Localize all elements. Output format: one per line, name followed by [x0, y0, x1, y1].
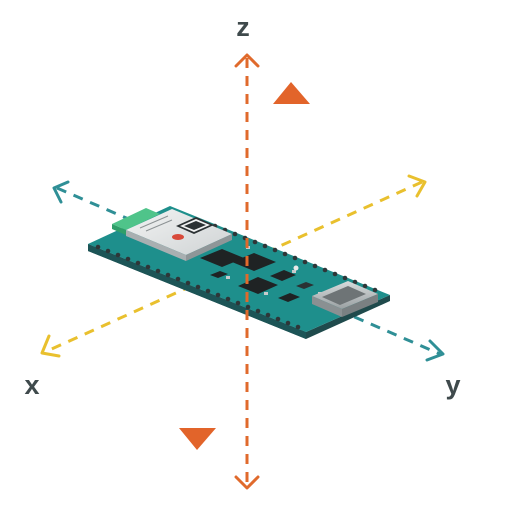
z-axis-label: z — [236, 12, 250, 42]
wireless-module — [112, 208, 232, 261]
y-axis-arrowhead-lower — [425, 339, 445, 362]
x-axis-arrowhead-lower — [40, 334, 61, 358]
board-image — [88, 206, 390, 339]
y-axis-arrowhead-upper — [52, 180, 70, 204]
x-axis-label: x — [24, 370, 39, 400]
y-axis-label: y — [445, 370, 460, 400]
z-axis-arrowhead-top — [234, 53, 260, 68]
y-axis — [52, 180, 445, 362]
pin-row-front — [95, 244, 301, 330]
chips — [200, 249, 314, 302]
rotation-arrow-up-icon — [273, 82, 310, 104]
z-axis — [234, 53, 260, 490]
z-axis-arrowhead-bottom — [234, 475, 260, 490]
y-axis-line — [56, 186, 441, 356]
usb-port — [312, 281, 378, 317]
rotation-arrow-down-icon — [179, 428, 216, 450]
x-axis-arrowhead-upper — [407, 174, 427, 198]
